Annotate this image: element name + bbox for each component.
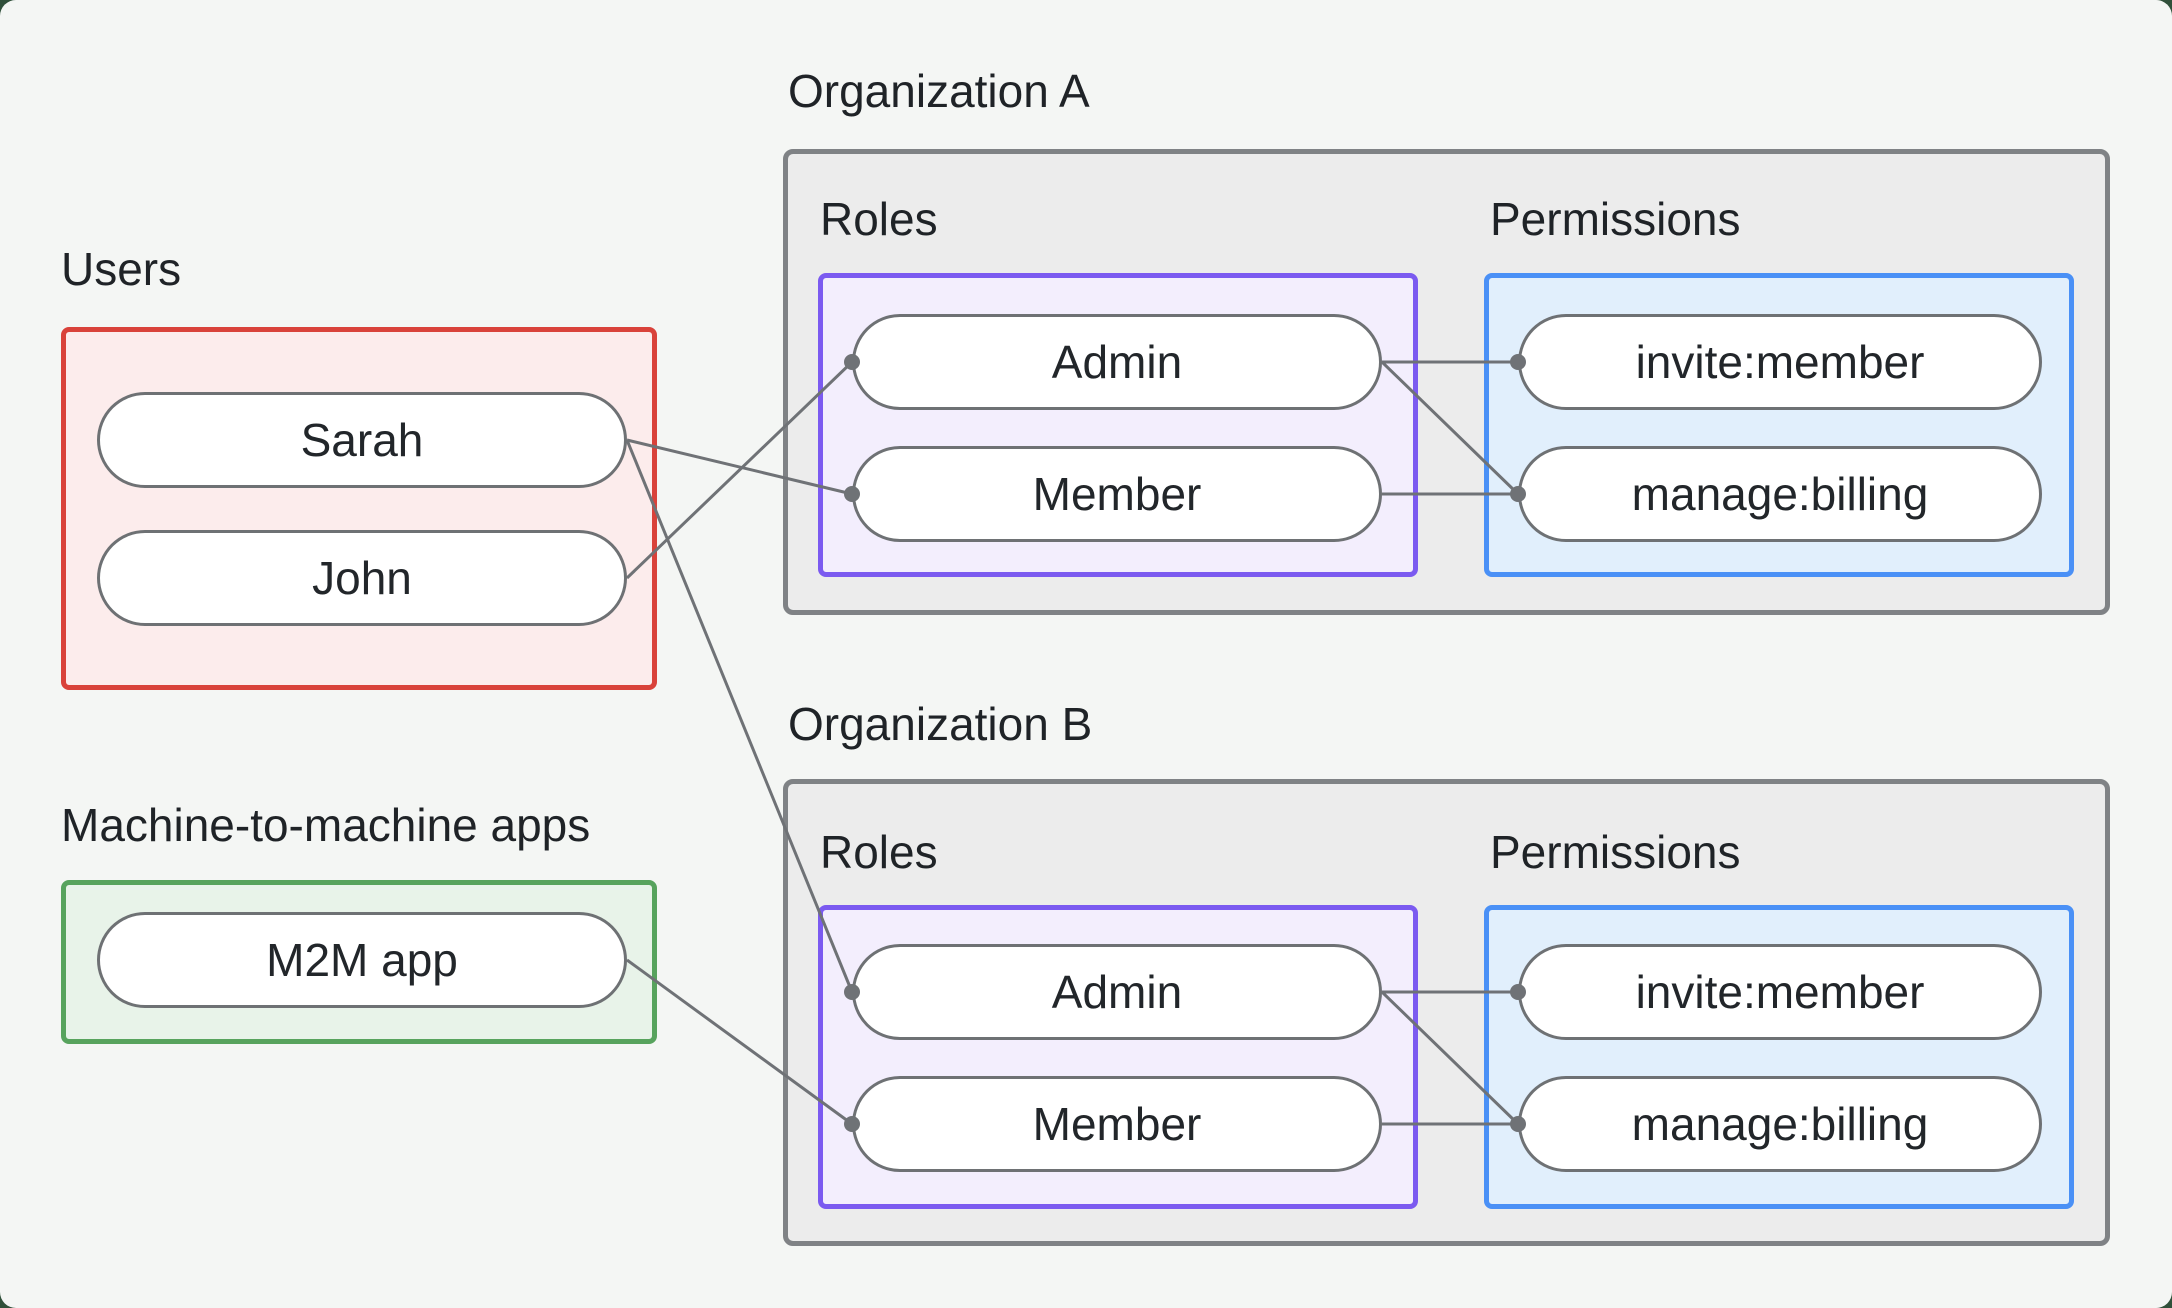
org-b-permission-manage-billing: manage:billing (1518, 1076, 2042, 1172)
org-a-role-admin: Admin (852, 314, 1382, 410)
org-a-permissions-label: Permissions (1490, 193, 1741, 245)
user-node-sarah: Sarah (97, 392, 627, 488)
org-b-permission-invite-member: invite:member (1518, 944, 2042, 1040)
org-b-role-member: Member (852, 1076, 1382, 1172)
m2m-app-node: M2M app (97, 912, 627, 1008)
org-a-roles-label: Roles (820, 193, 938, 245)
org-b-permissions-label: Permissions (1490, 826, 1741, 878)
org-a-permission-invite-member: invite:member (1518, 314, 2042, 410)
org-b-role-admin: Admin (852, 944, 1382, 1040)
users-group-label: Users (61, 243, 182, 295)
user-node-john: John (97, 530, 627, 626)
m2m-group-label: Machine-to-machine apps (61, 799, 591, 851)
org-b-title: Organization B (788, 698, 1093, 750)
org-a-role-member: Member (852, 446, 1382, 542)
org-a-title: Organization A (788, 65, 1090, 117)
org-b-roles-label: Roles (820, 826, 938, 878)
org-a-permission-manage-billing: manage:billing (1518, 446, 2042, 542)
users-group-box (61, 327, 657, 690)
